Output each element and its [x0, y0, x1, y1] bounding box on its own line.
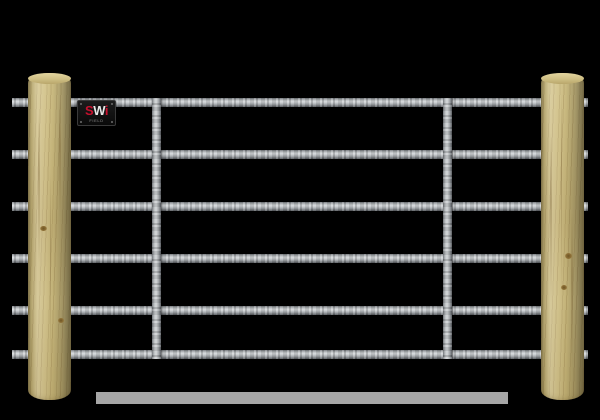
wood-grain [561, 93, 562, 293]
badge-screw-icon [80, 121, 82, 123]
brand-wordmark: SWi [85, 104, 108, 117]
gate-stile [443, 98, 452, 359]
wood-knot [58, 318, 64, 323]
gate-stile [152, 98, 161, 359]
gate-rail [12, 254, 588, 263]
badge-screw-icon [111, 121, 113, 123]
badge-screw-icon [80, 103, 82, 105]
gate-rail [12, 98, 588, 107]
ground-strip [96, 392, 508, 404]
brand-letter-i: i [104, 102, 109, 118]
post-cap [541, 73, 584, 84]
wood-grain [550, 133, 552, 303]
wood-grain [38, 113, 40, 263]
badge-screw-icon [111, 103, 113, 105]
wood-grain [59, 98, 61, 218]
post-cap [28, 73, 71, 84]
brand-letter-w: W [93, 102, 105, 118]
gate-rail [12, 306, 588, 315]
brand-badge: SWi FIELD [77, 100, 116, 126]
wood-knot [565, 253, 572, 259]
timber-post-right [541, 73, 584, 400]
wood-knot [561, 285, 567, 290]
gate-rail [12, 202, 588, 211]
wood-grain [50, 173, 51, 363]
wood-grain [571, 213, 573, 373]
gate-rail [12, 350, 588, 359]
gate-rail [12, 150, 588, 159]
brand-subtitle: FIELD [89, 117, 104, 123]
timber-post-left [28, 73, 71, 400]
brand-letter-s: S [85, 102, 94, 118]
wood-knot [40, 226, 47, 231]
